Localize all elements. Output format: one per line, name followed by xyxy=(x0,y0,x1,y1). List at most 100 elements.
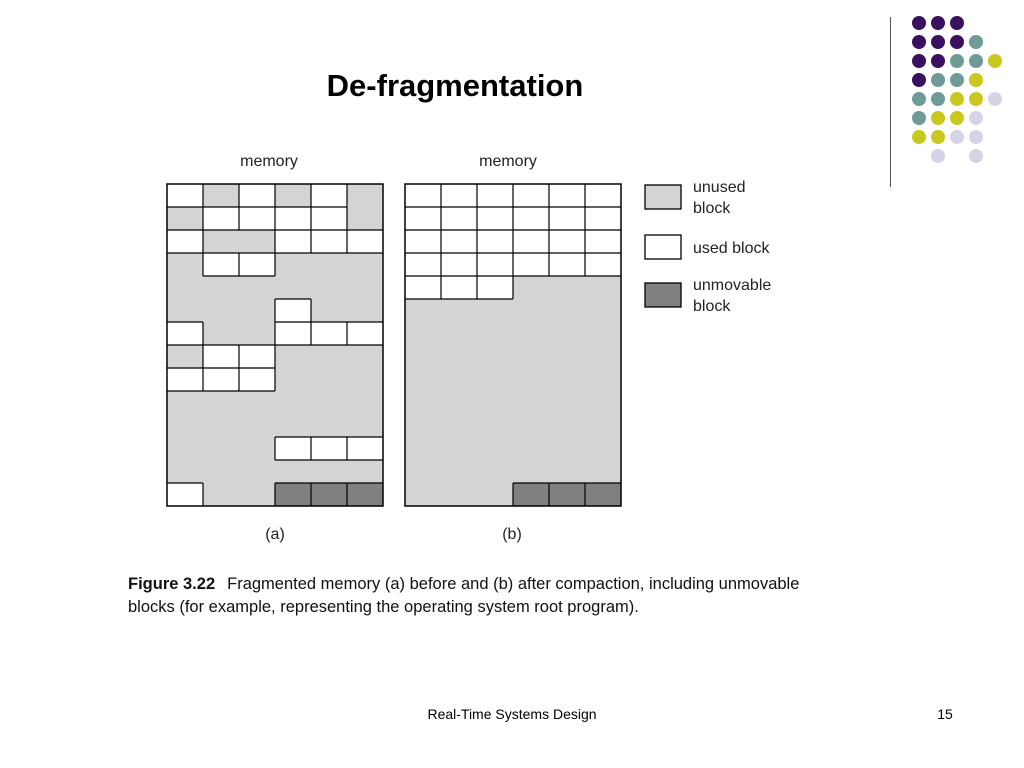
grid-b-used-block xyxy=(441,230,477,253)
grid-a-used-block xyxy=(203,253,239,276)
decorative-dot xyxy=(988,92,1002,106)
decorative-dot xyxy=(912,16,926,30)
grid-b-used-block xyxy=(405,207,441,230)
decorative-dot xyxy=(969,149,983,163)
grid-b-used-block xyxy=(549,253,585,276)
grid-a-used-block xyxy=(167,230,203,253)
grid-b-used-block xyxy=(513,184,549,207)
grid-a-used-block xyxy=(311,230,347,253)
decorative-dot xyxy=(931,54,945,68)
decorative-dot-pattern xyxy=(912,16,1002,163)
legend-swatch-unmovable xyxy=(644,282,682,308)
decorative-dot xyxy=(969,54,983,68)
grid-a-used-block xyxy=(167,483,203,506)
decorative-dot xyxy=(969,35,983,49)
grid-b-used-block xyxy=(441,276,477,299)
decorative-dot xyxy=(912,73,926,87)
legend-label-used: used block xyxy=(693,240,770,257)
legend-swatch-unused xyxy=(644,184,682,210)
grid-b-used-block xyxy=(441,184,477,207)
decorative-dot xyxy=(969,130,983,144)
subfigure-label-a: (a) xyxy=(265,526,285,543)
decorative-dot xyxy=(969,111,983,125)
decorative-dot xyxy=(931,35,945,49)
grid-a-used-block xyxy=(167,368,203,391)
grid-b-unmovable-block xyxy=(513,483,549,506)
decorative-vertical-divider xyxy=(890,17,891,187)
decorative-dot xyxy=(950,54,964,68)
grid-a-used-block xyxy=(275,322,311,345)
decorative-dot xyxy=(950,16,964,30)
grid-a-used-block xyxy=(347,230,383,253)
grid-a-used-block xyxy=(239,184,275,207)
grid-b-used-block xyxy=(477,207,513,230)
grid-b-used-block xyxy=(441,253,477,276)
grid-a-used-block xyxy=(311,184,347,207)
grid-b-used-block xyxy=(441,207,477,230)
grid-a-used-block xyxy=(239,253,275,276)
decorative-dot xyxy=(950,130,964,144)
grid-a-used-block xyxy=(347,322,383,345)
grid-a-used-block xyxy=(347,437,383,460)
grid-b-used-block xyxy=(513,253,549,276)
grid-b-used-block xyxy=(405,230,441,253)
decorative-dot xyxy=(950,73,964,87)
decorative-dot xyxy=(931,111,945,125)
decorative-dot xyxy=(950,35,964,49)
grid-a-used-block xyxy=(239,368,275,391)
grid-b-used-block xyxy=(549,207,585,230)
grid-a-used-block xyxy=(311,207,347,230)
legend-swatch-used xyxy=(644,234,682,260)
decorative-dot xyxy=(950,92,964,106)
grid-b-used-block xyxy=(585,207,621,230)
grid-b-used-block xyxy=(405,184,441,207)
figure-caption-text: Fragmented memory (a) before and (b) aft… xyxy=(128,575,800,616)
grid-b-used-block xyxy=(405,253,441,276)
grid-a-used-block xyxy=(275,437,311,460)
figure-number: Figure 3.22 xyxy=(128,575,216,593)
grid-b-used-block xyxy=(477,253,513,276)
grid-a-border xyxy=(166,183,384,507)
decorative-dot xyxy=(912,130,926,144)
memory-label-a: memory xyxy=(240,153,298,170)
grid-b-used-block xyxy=(585,230,621,253)
legend-label-unused: unused xyxy=(693,179,746,196)
page-number: 15 xyxy=(937,706,953,722)
grid-a-used-block xyxy=(275,299,311,322)
grid-b-used-block xyxy=(549,230,585,253)
grid-b-unmovable-block xyxy=(585,483,621,506)
grid-a-used-block xyxy=(311,322,347,345)
grid-b-used-block xyxy=(513,207,549,230)
footer-title: Real-Time Systems Design xyxy=(427,706,597,722)
grid-a-used-block xyxy=(239,345,275,368)
decorative-dot xyxy=(912,54,926,68)
decorative-dot xyxy=(931,130,945,144)
decorative-dot xyxy=(969,92,983,106)
grid-b-used-block xyxy=(585,184,621,207)
decorative-dot xyxy=(912,35,926,49)
grid-a-used-block xyxy=(203,207,239,230)
decorative-dot xyxy=(931,149,945,163)
grid-a-used-block xyxy=(167,322,203,345)
grid-a-used-block xyxy=(203,368,239,391)
grid-b-unmovable-block xyxy=(549,483,585,506)
legend-label-unmovable: block xyxy=(693,298,731,315)
grid-b-used-block xyxy=(477,230,513,253)
memory-grid-after xyxy=(404,183,622,507)
grid-b-used-block xyxy=(549,184,585,207)
slide-title: De-fragmentation xyxy=(326,68,584,103)
decorative-dot xyxy=(912,92,926,106)
decorative-dot xyxy=(969,73,983,87)
grid-b-border xyxy=(404,183,622,507)
subfigure-label-b: (b) xyxy=(502,526,522,543)
grid-a-used-block xyxy=(167,184,203,207)
grid-a-unmovable-block xyxy=(347,483,383,506)
grid-a-unmovable-block xyxy=(311,483,347,506)
grid-b-used-block xyxy=(405,276,441,299)
legend-label-unused: block xyxy=(693,200,731,217)
grid-b-used-block xyxy=(513,230,549,253)
decorative-dot xyxy=(988,54,1002,68)
